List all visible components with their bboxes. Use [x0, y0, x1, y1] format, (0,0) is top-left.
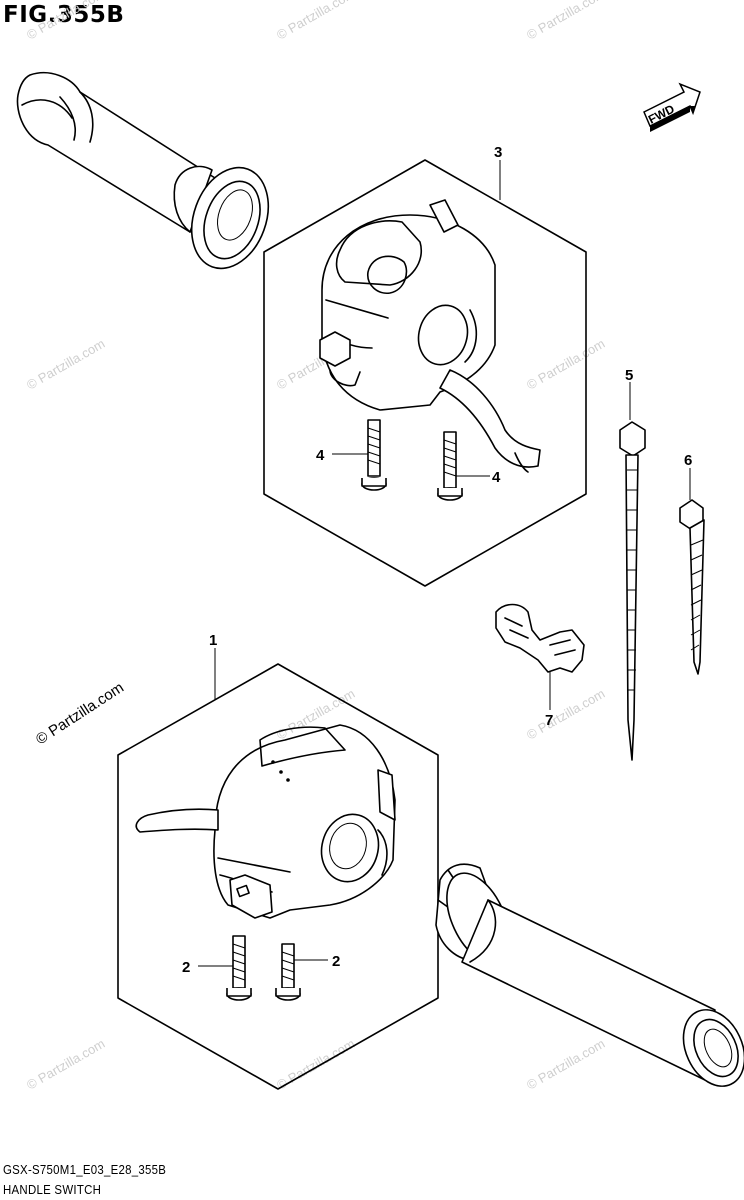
callout-5: 5	[625, 367, 633, 384]
callout-4-left: 4	[316, 447, 325, 464]
watermark: © Partzilla.com	[524, 0, 607, 43]
cable-tie-5	[619, 382, 646, 761]
watermark: © Partzilla.com	[524, 1036, 607, 1093]
figure-name: HANDLE SWITCH	[3, 1182, 102, 1197]
watermark: © Partzilla.com	[24, 0, 107, 43]
watermark: © Partzilla.com	[274, 0, 357, 43]
screw-2-left	[226, 935, 252, 1001]
figure-title: FIG.355B	[3, 2, 125, 28]
watermark: © Partzilla.com	[524, 336, 607, 393]
clip-7	[495, 603, 585, 710]
clamp-6	[679, 468, 705, 675]
assembly-3-boundary	[263, 159, 587, 587]
watermark-prominent: © Partzilla.com	[33, 679, 127, 748]
right-handlebar-grip	[435, 863, 744, 1087]
callout-4-right: 4	[492, 469, 501, 486]
callout-1: 1	[209, 632, 217, 649]
model-code: GSX-S750M1_E03_E28_355B	[3, 1162, 167, 1177]
callout-6: 6	[684, 452, 692, 469]
watermark: © Partzilla.com	[24, 336, 107, 393]
screw-4-right	[437, 431, 463, 501]
right-handle-switch-assembly	[319, 199, 541, 473]
watermark: © Partzilla.com	[524, 686, 607, 743]
assembly-1-boundary	[117, 663, 439, 1090]
watermark: © Partzilla.com	[24, 1036, 107, 1093]
fwd-arrow-icon: FWD	[643, 82, 701, 132]
callout-3: 3	[494, 144, 502, 161]
callout-2-right: 2	[332, 953, 340, 970]
left-handlebar-grip	[16, 71, 270, 270]
callout-7: 7	[545, 712, 553, 729]
screw-4-left	[361, 419, 387, 491]
left-handle-switch-assembly	[135, 724, 396, 919]
screw-2-right	[275, 943, 301, 1001]
callout-2-left: 2	[182, 959, 190, 976]
